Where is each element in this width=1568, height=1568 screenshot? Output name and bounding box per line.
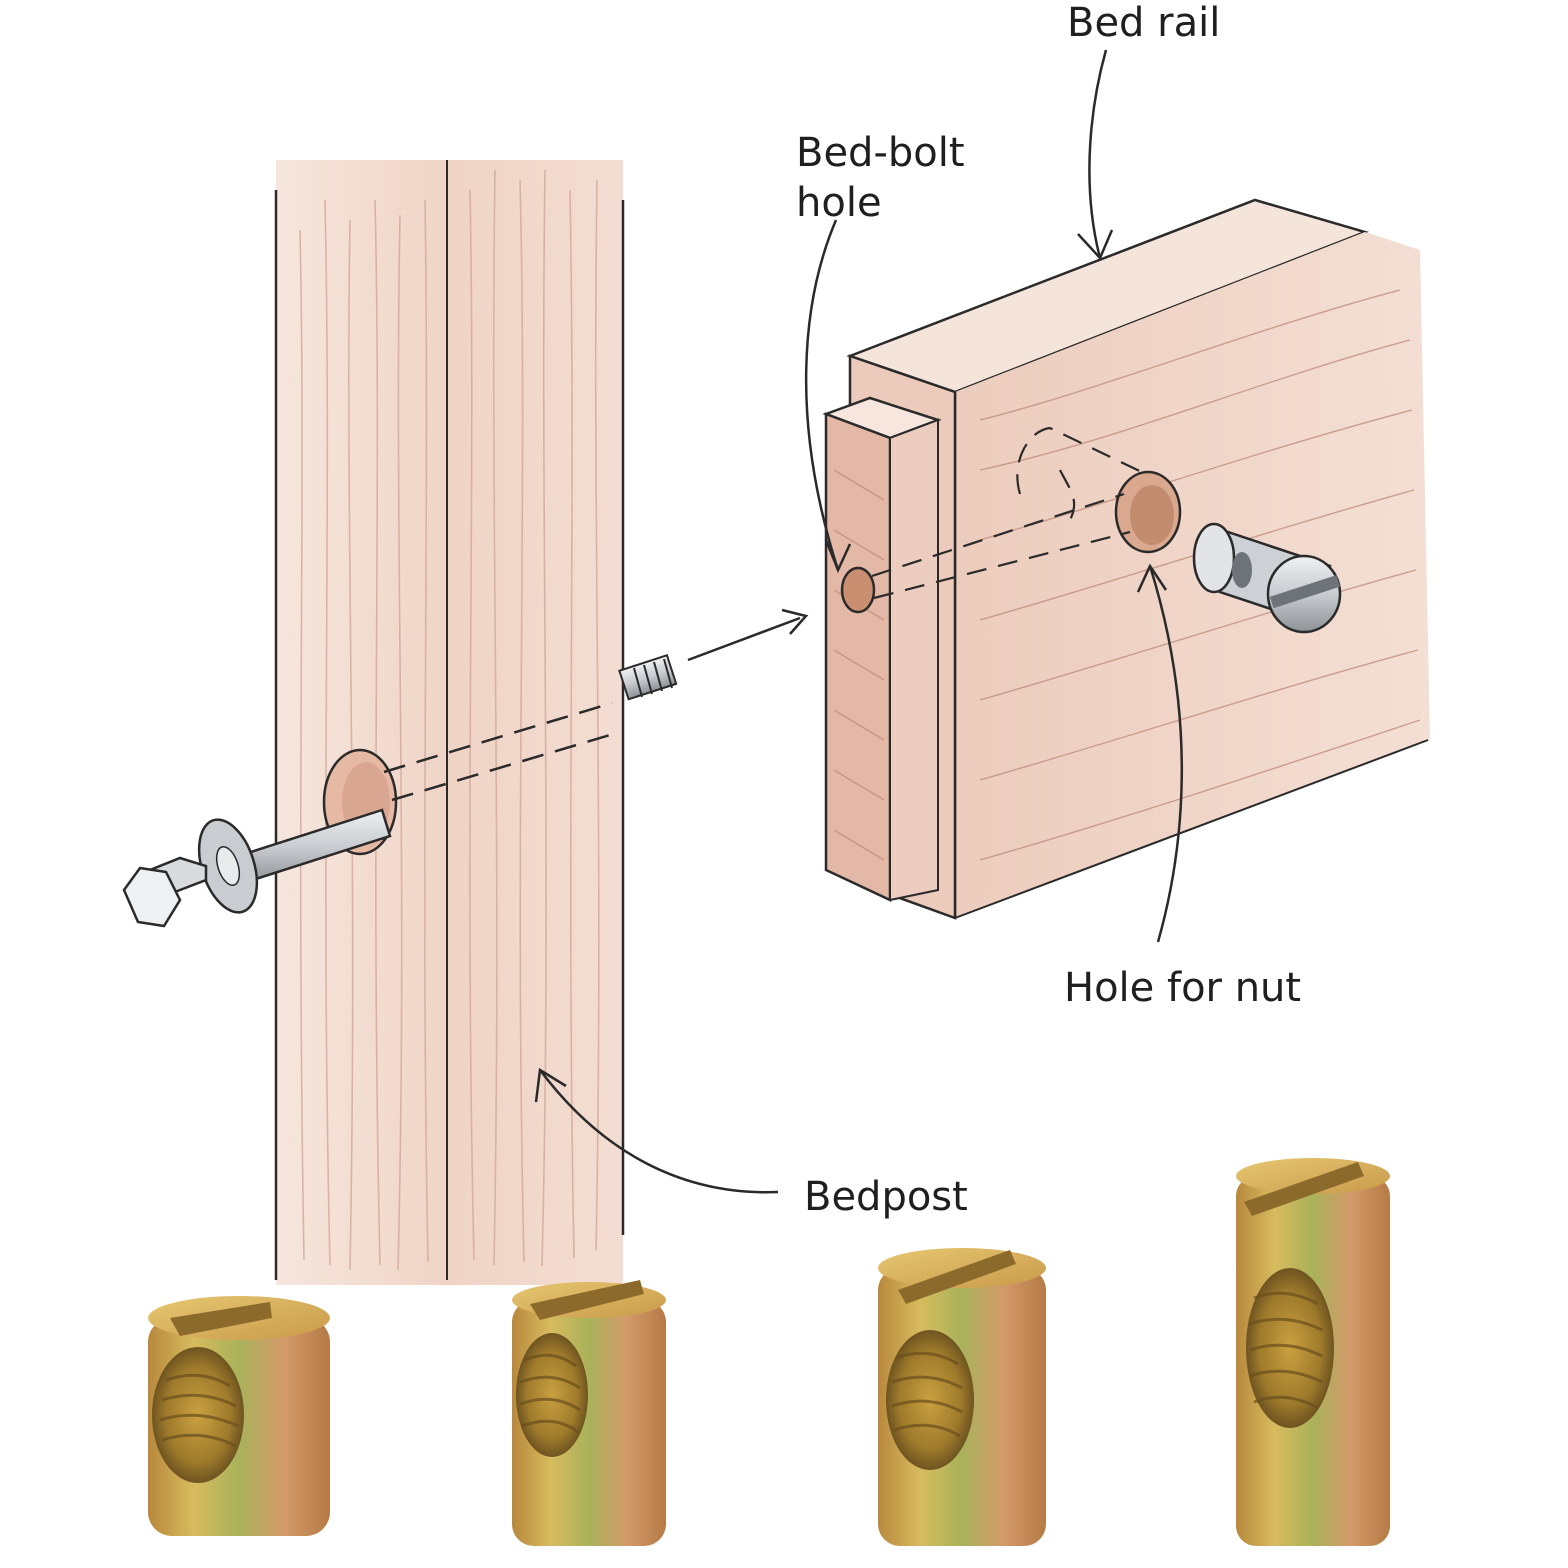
barrel-nut-2 bbox=[512, 1280, 666, 1546]
bolt-path-dashed bbox=[383, 701, 621, 802]
arrow-to-rail bbox=[687, 608, 809, 662]
bedpost-grain bbox=[299, 169, 600, 1271]
rail-barrel-nut bbox=[1192, 522, 1342, 634]
label-bed-rail: Bed rail bbox=[1067, 0, 1221, 46]
leader-bed-rail bbox=[1088, 49, 1108, 259]
hex-head-icon bbox=[122, 866, 182, 928]
leader-bed-bolt-hole bbox=[804, 219, 840, 571]
bed-rail bbox=[822, 198, 1430, 920]
barrel-nut-1 bbox=[148, 1296, 330, 1536]
barrel-nuts-row bbox=[148, 1158, 1390, 1546]
leader-lines bbox=[534, 49, 1183, 1194]
label-hole-for-nut: Hole for nut bbox=[1064, 965, 1302, 1011]
barrel-nut-4 bbox=[1236, 1158, 1390, 1546]
label-bed-bolt-hole: Bed-bolt hole bbox=[796, 130, 965, 226]
barrel-nut-3 bbox=[878, 1248, 1046, 1546]
bolt-tip bbox=[618, 654, 678, 701]
rail-bolt-hole bbox=[840, 566, 876, 614]
leader-hole-for-nut bbox=[1148, 565, 1183, 943]
label-bedpost: Bedpost bbox=[804, 1174, 968, 1220]
leader-bedpost bbox=[539, 1069, 779, 1194]
bed-bolt bbox=[122, 808, 392, 928]
bedpost bbox=[274, 160, 625, 1285]
